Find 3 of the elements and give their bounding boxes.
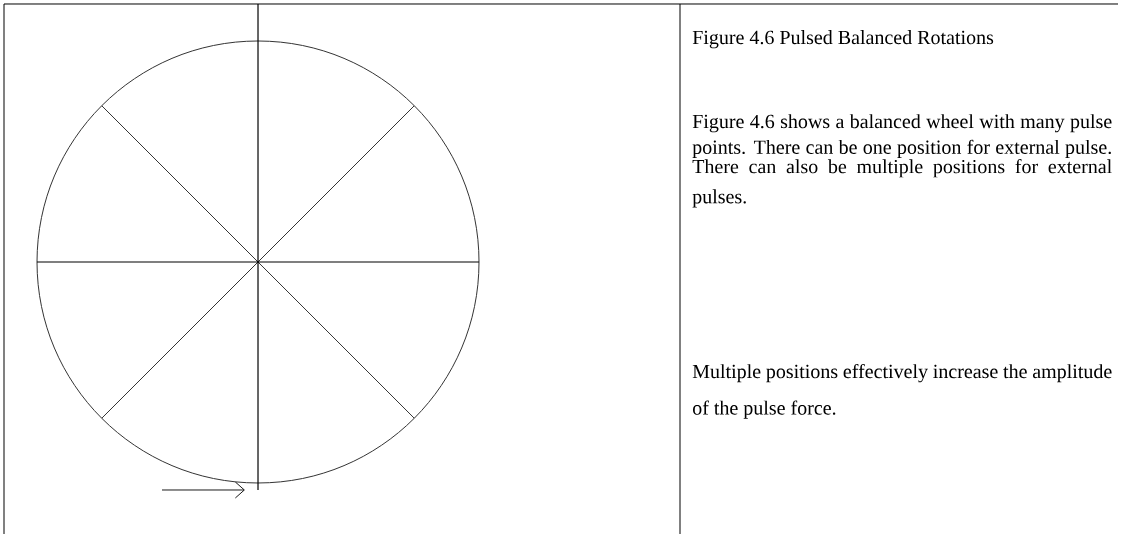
paragraph: Multiple positions effectively increase the amplitude of the pulse force. [692, 363, 1112, 419]
figure-title: Figure 4.6 Pulsed Balanced Rotations [692, 30, 994, 49]
paragraph: Figure 4.6 shows a balanced wheel with many pulse points. There can be one position for external pulse. There can also be multiple positions for external pulses. [692, 114, 1112, 208]
